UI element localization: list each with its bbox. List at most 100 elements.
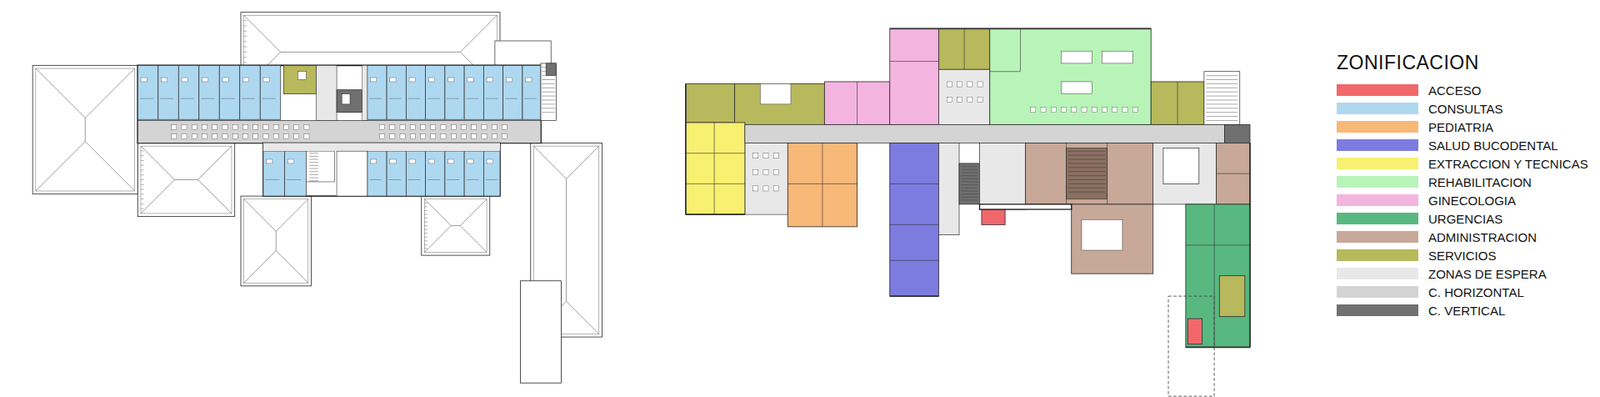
stair-step bbox=[960, 200, 978, 201]
roof-ridge bbox=[566, 145, 600, 179]
room bbox=[464, 150, 484, 196]
legend-row: SERVICIOS bbox=[1336, 245, 1589, 265]
stair-step bbox=[1205, 75, 1238, 76]
seat bbox=[481, 124, 487, 130]
legend-swatch bbox=[1336, 267, 1419, 280]
roof-ridge bbox=[460, 15, 497, 52]
stair-step bbox=[960, 190, 978, 191]
furniture bbox=[428, 77, 435, 82]
stair-step bbox=[541, 103, 555, 105]
zone-servicios bbox=[939, 28, 990, 70]
legend: ZONIFICACIONACCESOCONSULTASPEDIATRIASALU… bbox=[1336, 51, 1589, 320]
seat bbox=[946, 96, 952, 102]
roof-outline bbox=[137, 142, 235, 216]
stair-step bbox=[541, 79, 555, 80]
furniture bbox=[222, 77, 229, 82]
stair-step bbox=[1205, 103, 1238, 105]
stair-step bbox=[960, 196, 978, 198]
seat bbox=[763, 169, 769, 175]
seat bbox=[191, 124, 197, 130]
roof-ridge bbox=[85, 68, 135, 118]
legend-row: URGENCIAS bbox=[1336, 209, 1589, 228]
stair-step bbox=[960, 184, 978, 185]
stair-step bbox=[309, 168, 319, 170]
roof-hatch bbox=[140, 165, 145, 166]
seat bbox=[977, 96, 983, 102]
furniture bbox=[160, 98, 174, 100]
roof-hatch bbox=[244, 62, 248, 64]
roof-ridge bbox=[424, 199, 451, 226]
room bbox=[199, 65, 220, 120]
seat bbox=[294, 124, 300, 130]
roof-hatch bbox=[140, 155, 145, 156]
seat bbox=[440, 133, 446, 139]
stair-step bbox=[1205, 111, 1238, 113]
roof-hatch bbox=[424, 202, 428, 204]
furniture bbox=[160, 77, 167, 82]
furniture bbox=[389, 179, 402, 180]
seat bbox=[773, 169, 779, 175]
roof-ridge bbox=[244, 15, 281, 52]
legend-row: C. VERTICAL bbox=[1336, 300, 1589, 320]
corridor bbox=[745, 124, 1225, 143]
seat bbox=[773, 153, 779, 159]
legend-label: C. VERTICAL bbox=[1428, 303, 1505, 318]
seat bbox=[283, 133, 289, 139]
stair-step bbox=[309, 177, 319, 179]
seat-row bbox=[1068, 175, 1105, 176]
roof-ridge bbox=[565, 178, 567, 301]
seat bbox=[242, 133, 248, 139]
stair-step bbox=[309, 152, 319, 154]
furniture bbox=[369, 179, 382, 180]
wall-line bbox=[685, 152, 745, 154]
wall-line bbox=[1214, 204, 1215, 347]
zone-rehabilitacion bbox=[990, 28, 1151, 125]
furniture bbox=[466, 179, 480, 180]
stair-step bbox=[960, 171, 978, 173]
legend-swatch bbox=[1336, 194, 1419, 206]
plan-group bbox=[32, 12, 1250, 396]
roof-hatch bbox=[244, 40, 248, 42]
seat-row bbox=[1068, 191, 1105, 193]
room bbox=[285, 150, 307, 196]
roof-outline bbox=[240, 195, 311, 286]
seat bbox=[1122, 107, 1128, 113]
room bbox=[445, 150, 465, 196]
waiting bbox=[939, 142, 960, 235]
legend-label: CONSULTAS bbox=[1428, 101, 1503, 116]
furniture bbox=[446, 179, 460, 180]
seat bbox=[1030, 107, 1036, 113]
seat bbox=[400, 124, 405, 130]
seat bbox=[460, 124, 466, 130]
seat bbox=[430, 124, 436, 130]
roof-hatch bbox=[140, 208, 145, 210]
furniture bbox=[486, 77, 493, 82]
seat bbox=[946, 81, 952, 87]
equipment bbox=[1101, 50, 1133, 64]
legend-row: SALUD BUCODENTAL bbox=[1336, 135, 1589, 155]
furniture bbox=[390, 77, 396, 82]
wall-line bbox=[964, 28, 965, 70]
room bbox=[219, 65, 240, 120]
wall-line bbox=[1185, 244, 1250, 245]
roof-ridge bbox=[566, 300, 600, 334]
roof-inner bbox=[140, 145, 232, 214]
seat-row bbox=[1068, 179, 1105, 180]
seat-row bbox=[1068, 166, 1105, 168]
furniture bbox=[524, 98, 537, 100]
furniture bbox=[263, 77, 270, 82]
room bbox=[503, 65, 523, 120]
stair-step bbox=[541, 107, 555, 109]
seat bbox=[1101, 107, 1107, 113]
zone-servicios bbox=[1219, 275, 1245, 317]
stair bbox=[540, 63, 556, 121]
roof-hatch bbox=[424, 225, 428, 226]
seat bbox=[1040, 107, 1046, 113]
roof-hatch bbox=[424, 217, 428, 219]
seat bbox=[232, 133, 238, 139]
room bbox=[240, 65, 260, 120]
seat bbox=[273, 133, 279, 139]
roof-inner bbox=[244, 199, 309, 283]
stair bbox=[1204, 71, 1240, 125]
legend-label: PEDIATRIA bbox=[1428, 120, 1494, 135]
